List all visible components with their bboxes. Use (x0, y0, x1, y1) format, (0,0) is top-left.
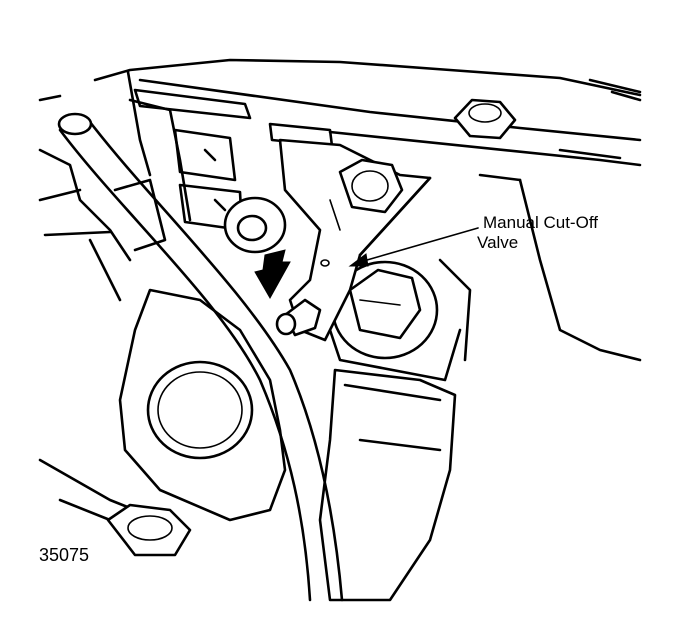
direction-arrow-icon (254, 249, 291, 300)
callout-label-line1: Manual Cut-Off (483, 213, 598, 232)
mounting-plate (118, 288, 287, 522)
callout-leader (348, 227, 479, 267)
fuel-hose (57, 112, 344, 602)
round-knob (223, 196, 287, 254)
upper-engine-panel (93, 58, 642, 362)
small-bolt (338, 158, 404, 214)
valve-stud (275, 259, 330, 337)
lower-left-bolt (106, 503, 192, 557)
large-hex-nut (331, 260, 439, 360)
callout-label-line2: Valve (477, 233, 519, 252)
top-hex-bolt (453, 98, 517, 140)
figure-number: 35075 (39, 545, 90, 565)
